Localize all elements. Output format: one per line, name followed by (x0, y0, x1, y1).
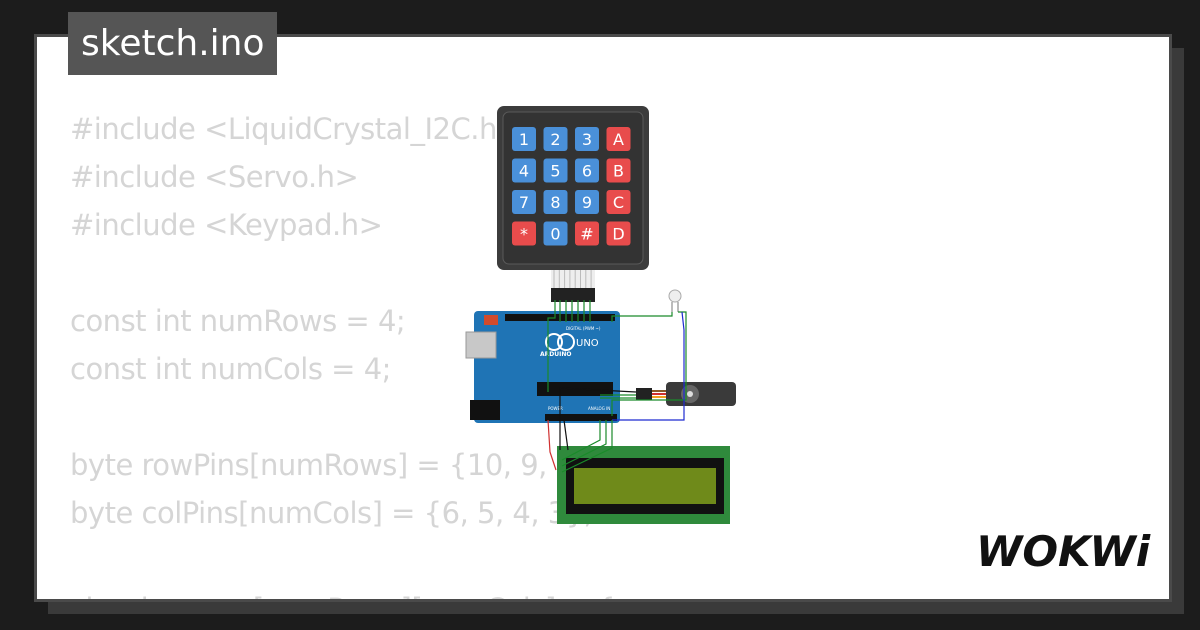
analog-header (545, 414, 617, 421)
keypad-key-label: * (520, 225, 528, 244)
board-brand: ARDUINO (540, 351, 571, 358)
code-line: byte colPins[numCols] = {6, 5, 4, 3}; (70, 496, 593, 530)
keypad-key-label: 6 (582, 162, 592, 181)
keypad-key: 6 (575, 158, 599, 183)
reset-button (484, 315, 498, 325)
keypad-key: * (512, 221, 536, 246)
keypad-key: C (606, 190, 631, 214)
code-line: #include <LiquidCrystal_I2C.h> (70, 112, 521, 146)
keypad-key: 8 (543, 190, 568, 214)
keypad-key-label: A (613, 130, 624, 149)
board-model: UNO (576, 338, 599, 349)
keypad-key-label: 7 (519, 193, 529, 212)
file-tab-label: sketch.ino (68, 12, 278, 75)
keypad-key-label: 3 (582, 130, 592, 149)
keypad-ribbon (551, 270, 595, 288)
keypad-key-label: 8 (550, 193, 560, 212)
keypad: 1 2 3 A 4 5 6 B 7 8 9 C * 0 # D (497, 106, 649, 302)
digital-label: DIGITAL (PWM ~) (566, 326, 601, 331)
keypad-key-label: 2 (550, 130, 560, 149)
keypad-key-label: 0 (550, 225, 560, 244)
led (668, 289, 682, 312)
lcd-1602 (557, 446, 730, 524)
code-line: #include <Keypad.h> (70, 208, 383, 242)
code-line: const int numCols = 4; (70, 352, 391, 386)
keypad-key-label: B (613, 162, 624, 181)
power-jack (470, 400, 500, 420)
keypad-key: 0 (543, 221, 568, 246)
keypad-key: 9 (575, 190, 599, 214)
arduino-uno-board: UNO ARDUINO DIGITAL (PWM ~) ANALOG IN PO… (465, 311, 620, 423)
wokwi-logo-text: WOKWi (976, 527, 1151, 574)
code-line: #include <Servo.h> (70, 160, 359, 194)
keypad-connector (551, 288, 595, 302)
keypad-key: A (606, 127, 631, 151)
power-label: POWER (548, 406, 563, 411)
keypad-key: 4 (512, 158, 536, 183)
wokwi-logo: WOKWi (976, 527, 1151, 574)
keypad-key-label: # (580, 225, 593, 244)
keypad-key: 3 (575, 127, 599, 151)
keypad-key: 5 (543, 158, 568, 183)
keypad-key: # (575, 221, 599, 246)
keypad-key: 1 (512, 127, 536, 151)
code-line: const int numRows = 4; (70, 304, 406, 338)
keypad-key: B (606, 158, 631, 183)
keypad-key: 2 (543, 127, 568, 151)
keypad-key: D (606, 221, 631, 246)
arduino-infinity-icon (545, 333, 563, 351)
analog-label: ANALOG IN (588, 406, 610, 411)
usb-port (465, 331, 497, 359)
keypad-key-label: D (612, 225, 624, 244)
wires (547, 300, 687, 473)
code-line: char keymap[numRows][numCols] = { (70, 585, 636, 599)
keypad-key-label: C (613, 193, 624, 212)
keypad-key-label: 1 (519, 130, 529, 149)
keypad-key-label: 9 (582, 193, 592, 212)
keypad-key: 7 (512, 190, 536, 214)
keypad-key-label: 5 (550, 162, 560, 181)
keypad-key-label: 4 (519, 162, 529, 181)
